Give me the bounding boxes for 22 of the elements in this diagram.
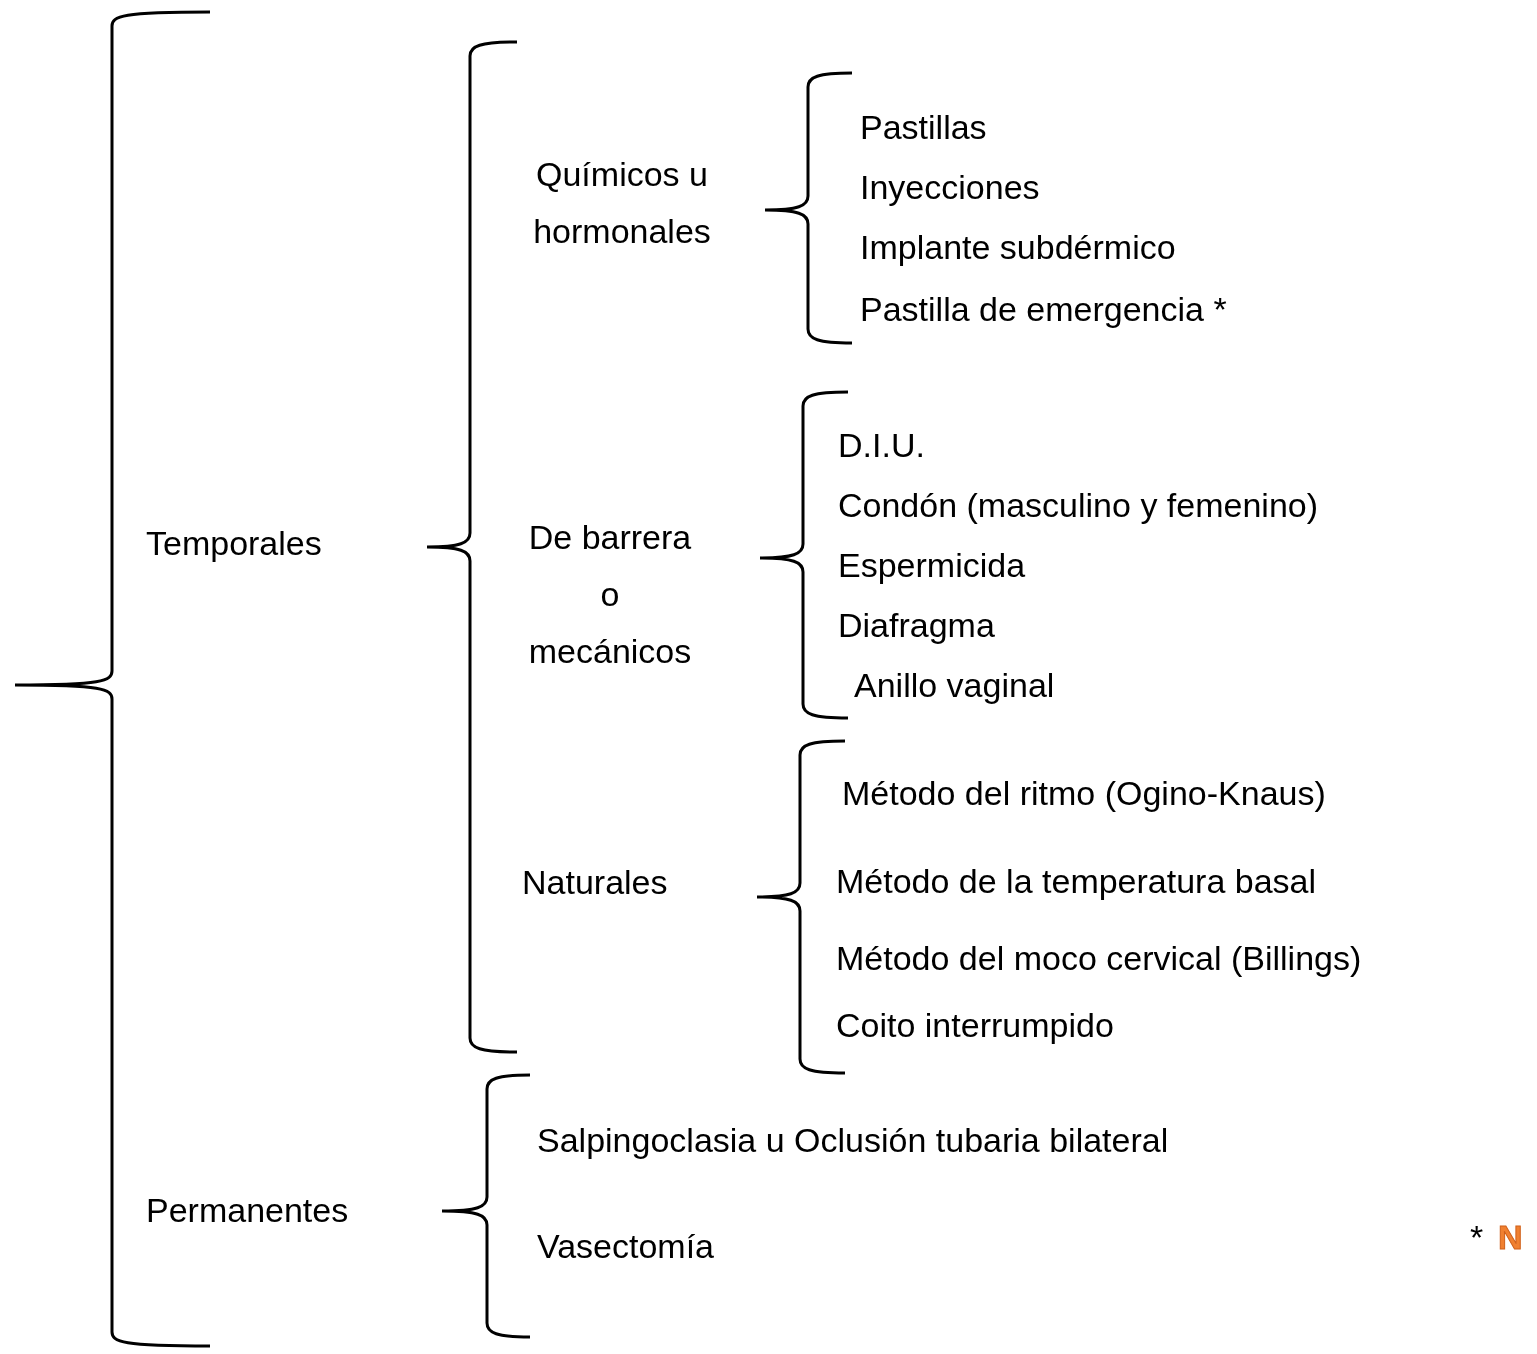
label-text: Implante subdérmico (860, 226, 1176, 268)
label-text: D.I.U. (838, 424, 925, 466)
label-text: Químicos u hormonales (532, 154, 712, 252)
label-text: Vasectomía (537, 1225, 714, 1267)
label-text: Espermicida (838, 544, 1026, 586)
footnote-mark: * (1470, 1216, 1484, 1258)
label-text: Pastilla de emergencia * (860, 288, 1227, 330)
label-text: Inyecciones (860, 166, 1040, 208)
label-text: Método del ritmo (Ogino-Knaus) (842, 772, 1326, 814)
label-text: Pastillas (860, 106, 987, 148)
label-text: Naturales (522, 861, 668, 903)
label-text: Condón (masculino y femenino) (838, 484, 1319, 526)
label-text: Coito interrumpido (836, 1004, 1114, 1046)
label-text: Anillo vaginal (854, 664, 1055, 706)
label-text: Método del moco cervical (Billings) (836, 937, 1362, 979)
label-text: Permanentes (146, 1189, 349, 1231)
note-text: N (1498, 1216, 1523, 1258)
label-text: Temporales (146, 522, 322, 564)
label-text: Diafragma (838, 604, 995, 646)
label-text: Salpingoclasia u Oclusión tubaria bilateral (537, 1119, 1169, 1161)
label-text: De barrera o mecánicos (527, 516, 693, 672)
label-text: Método de la temperatura basal (836, 860, 1317, 902)
